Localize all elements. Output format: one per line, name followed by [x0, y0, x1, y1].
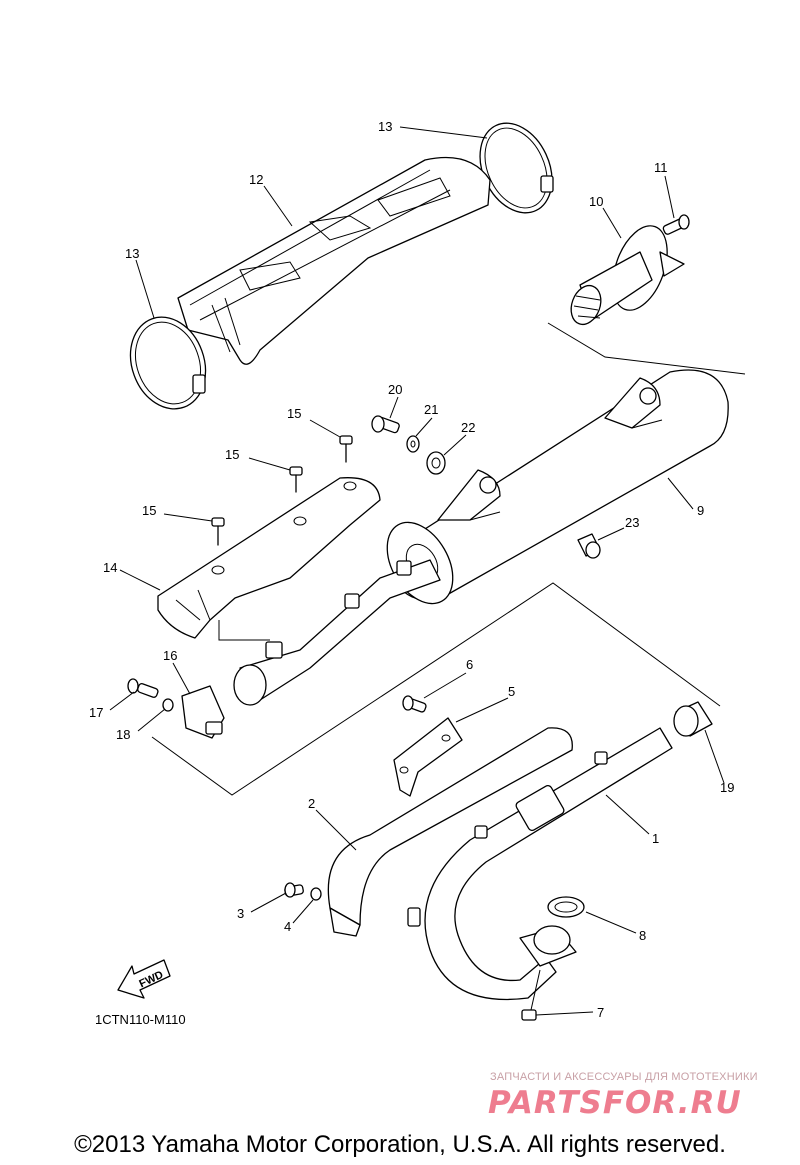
- callout-5: 5: [508, 684, 515, 699]
- part-6-bolt: [402, 695, 427, 713]
- watermark-tagline: ЗАПЧАСТИ И АКСЕССУАРЫ ДЛЯ МОТОТЕХНИКИ: [490, 1071, 758, 1083]
- callout-labels: 13 12 13 11 10 20 15 21 22 15 9 15 23 14…: [89, 119, 734, 1020]
- part-16-clamp: [181, 685, 225, 739]
- exhaust-flange: [519, 925, 577, 967]
- part-14-protector: [157, 477, 381, 639]
- part-23-collar: [577, 533, 601, 559]
- part-4-washer: [310, 887, 322, 901]
- callout-22: 22: [461, 420, 475, 435]
- diagram-code: 1CTN110-M110: [95, 1012, 186, 1027]
- callout-7: 7: [597, 1005, 604, 1020]
- callout-16: 16: [163, 648, 177, 663]
- callout-2: 2: [308, 796, 315, 811]
- callout-12: 12: [249, 172, 263, 187]
- part-21-washer: [406, 435, 420, 453]
- callout-23: 23: [625, 515, 639, 530]
- part-17-bolt: [127, 678, 159, 698]
- callout-13-left: 13: [125, 246, 139, 261]
- part-13-clamp-left: [129, 316, 207, 410]
- callout-4: 4: [284, 919, 291, 934]
- part-1-exhaust-pipe: [407, 727, 673, 1001]
- part-15-bolt: [289, 466, 303, 493]
- callout-21: 21: [424, 402, 438, 417]
- part-11-bolt: [662, 214, 690, 235]
- callout-10: 10: [589, 194, 603, 209]
- callout-19: 19: [720, 780, 734, 795]
- part-15-bolt: [339, 435, 353, 463]
- callout-1: 1: [652, 831, 659, 846]
- muffler-inlet-pipe: [233, 559, 441, 706]
- part-3-bolt: [284, 882, 304, 898]
- callout-18: 18: [116, 727, 130, 742]
- callout-8: 8: [639, 928, 646, 943]
- callout-11: 11: [654, 160, 668, 175]
- part-2-protector: [327, 727, 573, 937]
- part-7-nut: [521, 1009, 537, 1021]
- callout-20: 20: [388, 382, 402, 397]
- callout-14: 14: [103, 560, 117, 575]
- callout-15-b: 15: [225, 447, 239, 462]
- copyright-notice: ©2013 Yamaha Motor Corporation, U.S.A. A…: [74, 1131, 726, 1158]
- part-10-spark-arrester: [570, 225, 685, 326]
- part-13-clamp-right: [479, 122, 554, 214]
- callout-6: 6: [466, 657, 473, 672]
- callout-17: 17: [89, 705, 103, 720]
- part-15-bolt: [211, 517, 225, 546]
- callout-13-top: 13: [378, 119, 392, 134]
- callout-9: 9: [697, 503, 704, 518]
- part-18-washer: [162, 698, 174, 712]
- leader-lines: [109, 126, 725, 1016]
- part-19-gasket: [673, 701, 713, 737]
- part-5-bracket: [393, 717, 463, 797]
- part-8-gasket: [547, 896, 585, 918]
- callout-3: 3: [237, 906, 244, 921]
- fwd-arrow-icon: FWD: [117, 959, 171, 999]
- part-20-bolt: [371, 415, 400, 434]
- watermark-logo: PARTSFOR.RU: [488, 1085, 742, 1121]
- callout-15-c: 15: [142, 503, 156, 518]
- callout-15-a: 15: [287, 406, 301, 421]
- part-12-heat-protector: [177, 156, 491, 365]
- part-22-damper: [426, 451, 446, 475]
